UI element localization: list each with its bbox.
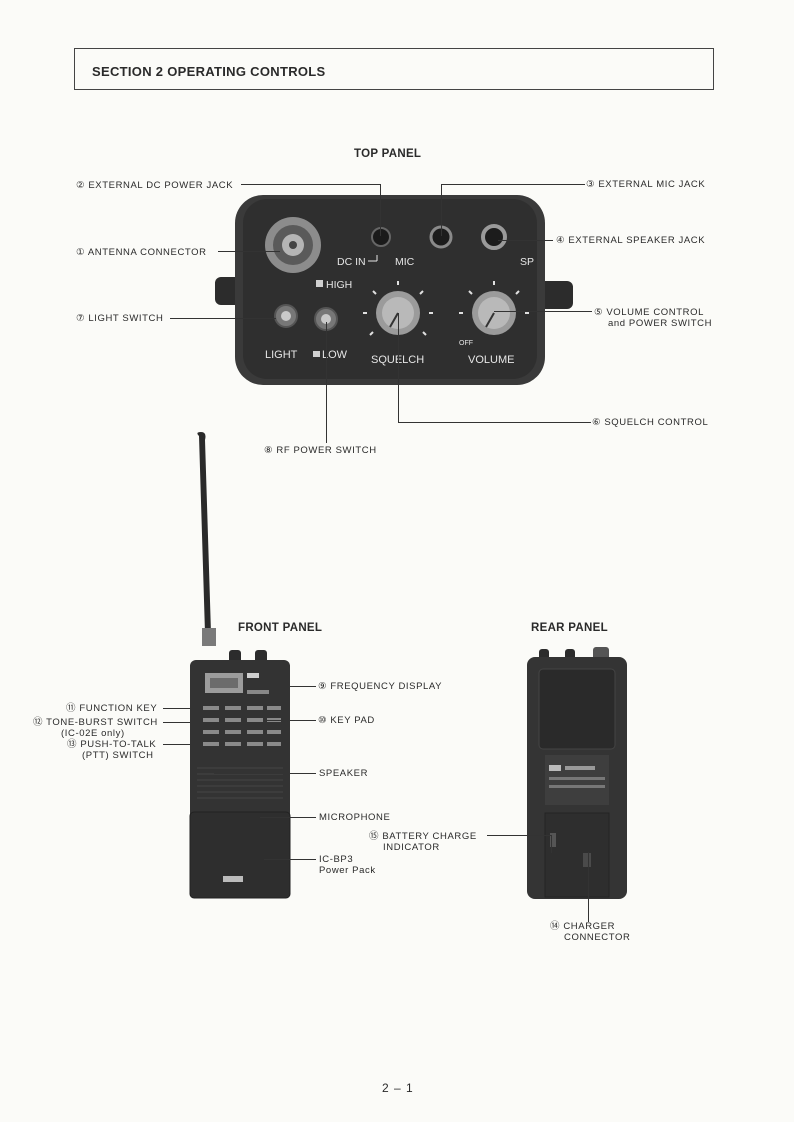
label-ext-dc-jack: ② EXTERNAL DC POWER JACK	[76, 180, 234, 191]
front-panel-heading: FRONT PANEL	[238, 622, 323, 634]
label-charger: ⑭ CHARGER	[550, 921, 616, 932]
label-ext-mic-jack: ③ EXTERNAL MIC JACK	[586, 179, 706, 190]
label-ptt-switch: ⑬ PUSH-TO-TALK	[67, 739, 157, 750]
print-mic: MIC	[395, 256, 415, 268]
leader-power-pack	[264, 859, 316, 860]
label-tone-burst-note: (IC-02E only)	[61, 728, 125, 739]
print-off: OFF	[459, 340, 473, 347]
print-low: LOW	[322, 349, 348, 361]
dc-in-jack-icon	[371, 227, 391, 247]
top-panel-heading: TOP PANEL	[354, 148, 422, 160]
label-battery-charge: ⑮ BATTERY CHARGE	[369, 831, 477, 842]
label-light-switch: ⑦ LIGHT SWITCH	[76, 313, 164, 324]
leader-tone-burst	[163, 722, 195, 723]
label-power-pack: Power Pack	[319, 865, 376, 876]
speaker-grille-icon	[197, 767, 283, 799]
label-antenna-connector: ① ANTENNA CONNECTOR	[76, 247, 207, 258]
leader-function-key	[163, 708, 195, 709]
key-pad-icon	[203, 706, 281, 746]
label-ext-speaker-jack: ④ EXTERNAL SPEAKER JACK	[556, 235, 706, 246]
print-light: LIGHT	[265, 349, 298, 361]
leader-key-pad	[264, 720, 316, 721]
print-sp: SP	[520, 256, 534, 268]
section-header-box	[74, 48, 714, 90]
label-power-switch: and POWER SWITCH	[608, 318, 713, 329]
volume-knob-icon	[472, 291, 516, 335]
battery-charge-indicator-icon	[550, 833, 556, 847]
antenna-icon	[197, 432, 211, 633]
print-volume: VOLUME	[468, 354, 514, 366]
sp-jack-icon	[481, 224, 507, 250]
leader-freq-display	[254, 686, 316, 687]
label-microphone: MICROPHONE	[319, 812, 391, 823]
power-pack-icon	[189, 811, 291, 899]
top-panel-illustration: DC IN MIC SP HIGH LIGHT LOW SQUELCH OFF …	[215, 195, 573, 385]
charger-connector-icon	[583, 853, 591, 867]
leader-ext-sp	[498, 240, 553, 241]
leader-antenna	[218, 251, 280, 252]
label-key-pad: ⑩ KEY PAD	[318, 715, 375, 726]
label-frequency-display: ⑨ FREQUENCY DISPLAY	[318, 681, 443, 692]
leader-speaker	[214, 773, 316, 774]
rear-panel-heading: REAR PANEL	[531, 622, 608, 634]
label-power-pack-model: IC-BP3	[319, 854, 354, 865]
leader-volume	[494, 311, 592, 312]
leader-squelch	[398, 313, 399, 422]
rear-panel-illustration	[527, 647, 627, 899]
label-tone-burst-switch: ⑫ TONE-BURST SWITCH	[33, 717, 158, 728]
section-title: SECTION 2 OPERATING CONTROLS	[92, 64, 326, 79]
label-charger-connector: CONNECTOR	[564, 932, 631, 943]
label-squelch-control: ⑥ SQUELCH CONTROL	[592, 417, 709, 428]
leader-ext-mic	[441, 184, 585, 185]
page-number: 2 – 1	[382, 1081, 414, 1095]
print-dc-in: DC IN	[337, 256, 366, 268]
leader-ptt	[163, 744, 195, 745]
label-rf-power-switch: ⑧ RF POWER SWITCH	[264, 445, 377, 456]
leader-light	[170, 318, 276, 319]
label-speaker: SPEAKER	[319, 768, 369, 779]
front-panel-illustration	[189, 432, 291, 899]
right-ear	[537, 281, 573, 309]
label-volume-control: ⑤ VOLUME CONTROL	[594, 307, 704, 318]
print-squelch: SQUELCH	[371, 354, 424, 366]
leader-rf	[326, 322, 327, 443]
label-function-key: ⑪ FUNCTION KEY	[66, 703, 158, 714]
leader-ext-dc	[241, 184, 380, 185]
leader-charger-connector	[588, 852, 589, 922]
print-high: HIGH	[326, 279, 352, 291]
label-battery-indicator: INDICATOR	[383, 842, 440, 853]
leader-battery-charge	[487, 835, 551, 836]
label-ptt-note: (PTT) SWITCH	[82, 750, 154, 761]
leader-microphone	[260, 817, 316, 818]
